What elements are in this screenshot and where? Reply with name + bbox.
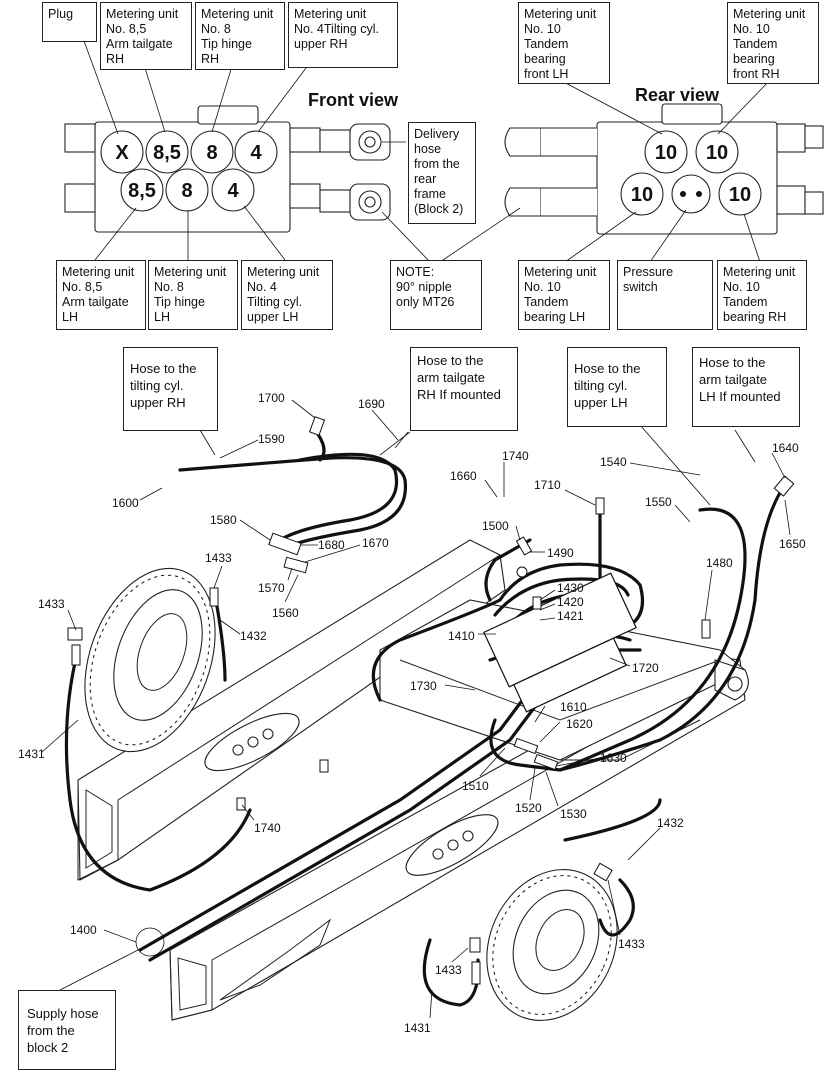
part-1433-right: 1433 xyxy=(618,937,645,951)
callout-mu8-lh: Metering unit No. 8 Tip hinge LH xyxy=(148,260,238,330)
part-1431-left: 1431 xyxy=(18,747,45,761)
part-leader-lines xyxy=(41,399,791,1019)
callout-mu4-lh: Metering unit No. 4 Tilting cyl. upper L… xyxy=(241,260,333,330)
port-rear-10-front-rh: 10 xyxy=(706,142,728,164)
port-front-x: X xyxy=(115,142,129,164)
port-front-8-rh: 8 xyxy=(206,142,217,164)
port-front-4-lh: 4 xyxy=(227,180,239,202)
part-1730: 1730 xyxy=(410,679,437,693)
part-1430: 1430 xyxy=(557,581,584,595)
callout-mu85-rh: Metering unit No. 8,5 Arm tailgate RH xyxy=(100,2,192,70)
part-1630: 1630 xyxy=(600,751,627,765)
part-1690: 1690 xyxy=(358,397,385,411)
callout-hose-arm-rh: Hose to the arm tailgate RH If mounted xyxy=(410,347,518,431)
fittings xyxy=(67,416,795,985)
port-front-85-lh: 8,5 xyxy=(128,180,156,202)
part-1720: 1720 xyxy=(632,661,659,675)
rear-view-title: Rear view xyxy=(635,85,720,105)
part-1740-top: 1740 xyxy=(502,449,529,463)
part-numbers: 1700 1690 1590 1600 1740 1660 1710 1540 … xyxy=(18,391,806,1035)
part-1670: 1670 xyxy=(362,536,389,550)
part-1490: 1490 xyxy=(547,546,574,560)
port-rear-10-lh: 10 xyxy=(631,184,653,206)
port-rear-10-front-lh: 10 xyxy=(655,142,677,164)
part-1660: 1660 xyxy=(450,469,477,483)
part-1710: 1710 xyxy=(534,478,561,492)
wheel-left xyxy=(84,567,216,753)
callout-supply-hose: Supply hose from the block 2 xyxy=(18,990,116,1070)
callout-note: NOTE: 90° nipple only MT26 xyxy=(390,260,482,330)
callout-mu10-lh: Metering unit No. 10 Tandem bearing LH xyxy=(518,260,610,330)
callout-plug: Plug xyxy=(42,2,97,42)
callout-mu10-front-lh: Metering unit No. 10 Tandem bearing fron… xyxy=(518,2,610,84)
part-1433-left: 1433 xyxy=(38,597,65,611)
callout-mu4-rh: Metering unit No. 4Tilting cyl. upper RH xyxy=(288,2,398,68)
part-1420: 1420 xyxy=(557,595,584,609)
callout-hose-tilt-lh: Hose to the tilting cyl. upper LH xyxy=(567,347,667,427)
part-1520: 1520 xyxy=(515,801,542,815)
port-front-8-lh: 8 xyxy=(181,180,192,202)
part-1433-upper-left: 1433 xyxy=(205,551,232,565)
part-1480: 1480 xyxy=(706,556,733,570)
part-1740-bottom: 1740 xyxy=(254,821,281,835)
front-view-title: Front view xyxy=(308,90,399,110)
callout-mu10-rh: Metering unit No. 10 Tandem bearing RH xyxy=(717,260,807,330)
part-1600: 1600 xyxy=(112,496,139,510)
part-1550: 1550 xyxy=(645,495,672,509)
part-1680: 1680 xyxy=(318,538,345,552)
part-1500: 1500 xyxy=(482,519,509,533)
part-1620: 1620 xyxy=(566,717,593,731)
part-1421: 1421 xyxy=(557,609,584,623)
part-1410: 1410 xyxy=(448,629,475,643)
part-1640: 1640 xyxy=(772,441,799,455)
callout-pressure-switch: Pressure switch xyxy=(617,260,713,330)
top-leader-lines xyxy=(79,29,771,263)
callout-hose-arm-lh: Hose to the arm tailgate LH If mounted xyxy=(692,347,800,427)
part-1650: 1650 xyxy=(779,537,806,551)
part-1432-right: 1432 xyxy=(657,816,684,830)
part-1610: 1610 xyxy=(560,700,587,714)
part-1530: 1530 xyxy=(560,807,587,821)
hoses xyxy=(64,428,787,1007)
part-1400: 1400 xyxy=(70,923,97,937)
callout-mu10-front-rh: Metering unit No. 10 Tandem bearing fron… xyxy=(727,2,819,84)
part-1510: 1510 xyxy=(462,779,489,793)
rear-view-block: 10 10 10 10 xyxy=(504,103,824,235)
callout-delivery-hose: Delivery hose from the rear frame (Block… xyxy=(408,122,476,224)
part-1433-bottom: 1433 xyxy=(435,963,462,977)
callout-mu8-rh: Metering unit No. 8 Tip hinge RH xyxy=(195,2,285,70)
front-view-block: X 8,5 8 4 8,5 8 4 xyxy=(64,105,391,233)
part-1540: 1540 xyxy=(600,455,627,469)
part-1431-bottom: 1431 xyxy=(404,1021,431,1035)
part-1590: 1590 xyxy=(258,432,285,446)
part-1700: 1700 xyxy=(258,391,285,405)
port-front-4-rh: 4 xyxy=(250,142,262,164)
part-1580: 1580 xyxy=(210,513,237,527)
port-front-85-rh: 8,5 xyxy=(153,142,181,164)
callout-hose-tilt-rh: Hose to the tilting cyl. upper RH xyxy=(123,347,218,431)
part-1570: 1570 xyxy=(258,581,285,595)
frame-drawing xyxy=(77,539,749,1021)
callout-mu85-lh: Metering unit No. 8,5 Arm tailgate LH xyxy=(56,260,146,330)
wheel-right xyxy=(486,869,618,1021)
part-1432-left: 1432 xyxy=(240,629,267,643)
part-1560: 1560 xyxy=(272,606,299,620)
port-rear-10-rh: 10 xyxy=(729,184,751,206)
